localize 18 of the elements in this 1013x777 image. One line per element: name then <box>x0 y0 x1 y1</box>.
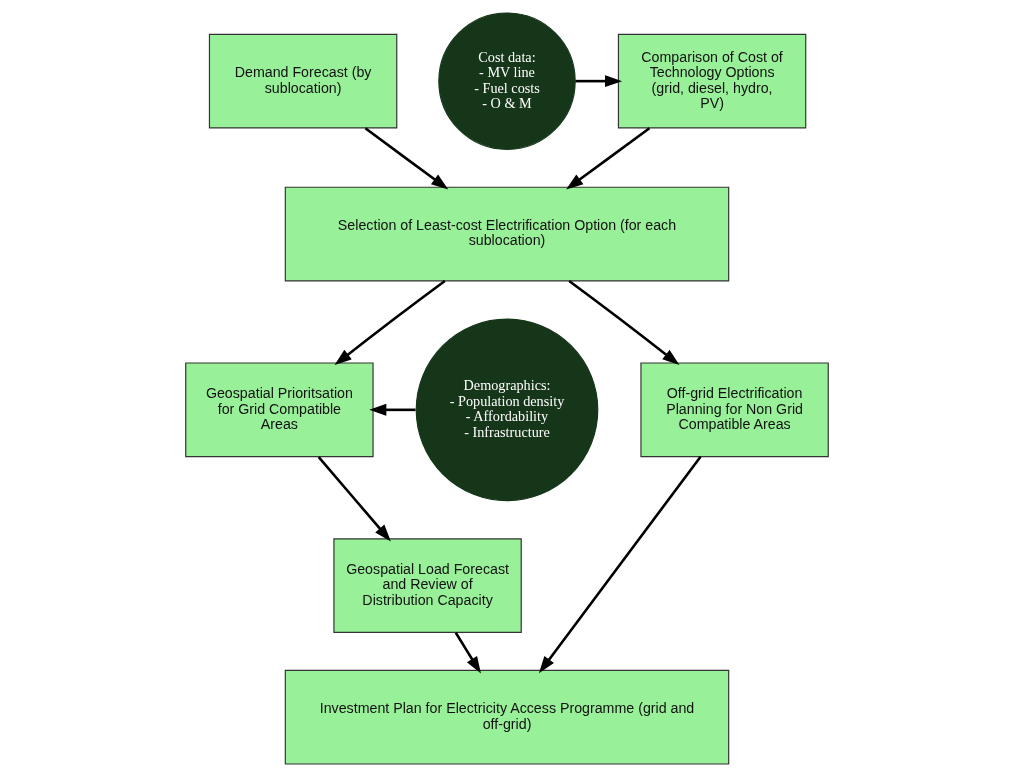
node-box: Off-grid Electrification Planning for Non Grid Compatible Areas <box>639 362 829 458</box>
arrow <box>317 456 391 542</box>
node-box: Investment Plan for Electricity Access Programme (grid and off-grid) <box>284 669 729 765</box>
arrow <box>334 279 446 366</box>
arrow <box>368 403 416 416</box>
node-box: Selection of Least-cost Electrification Option (for each sublocation) <box>284 186 729 282</box>
node-box: Geospatial Prioritsation for Grid Compatible Areas <box>184 362 374 458</box>
node-box: Geospatial Load Forecast and Review of Distribution Capacity <box>332 538 522 634</box>
arrow <box>454 632 481 674</box>
node-circle: Demographics: - Population density - Affordability - Infrastructure <box>415 318 598 502</box>
node-box: Demand Forecast (by sublocation) <box>208 33 397 129</box>
arrow <box>364 127 448 190</box>
arrow <box>538 455 702 674</box>
arrow <box>575 75 622 88</box>
arrow <box>565 127 650 190</box>
node-box: Comparison of Cost of Technology Options (grid, diesel, hydro, PV) <box>617 33 806 129</box>
node-circle: Cost data: - MV line - Fuel costs - O & M <box>437 12 576 150</box>
arrow <box>567 279 679 366</box>
